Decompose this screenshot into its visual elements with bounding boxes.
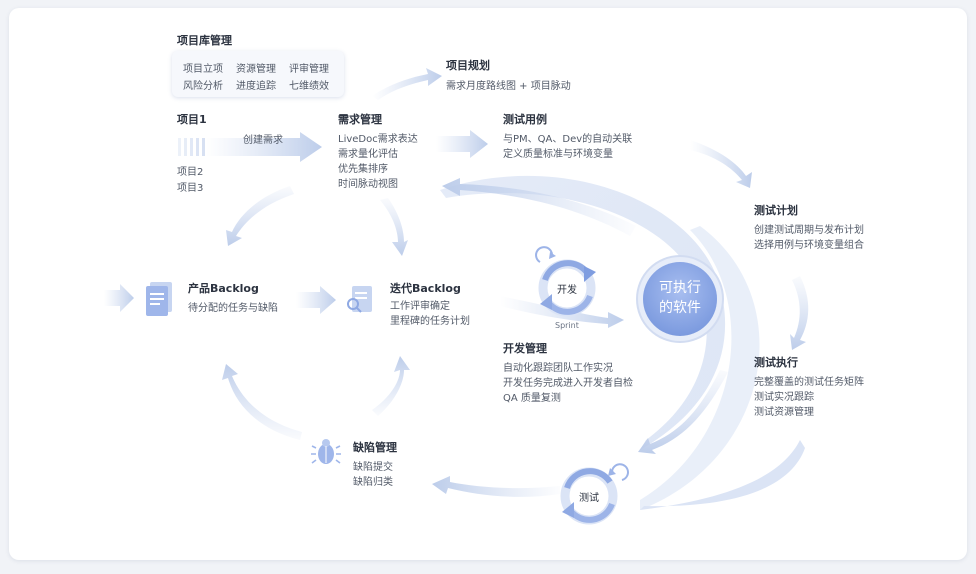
requirement-mgmt-title: 需求管理 bbox=[338, 113, 382, 126]
bug-icon bbox=[311, 439, 341, 464]
center-line-1: 可执行 bbox=[659, 280, 701, 296]
dev-cycle-ring bbox=[535, 246, 596, 317]
test-cases-line: 与PM、QA、Dev的自动关联 bbox=[503, 134, 633, 145]
test-exec-line: 完整覆盖的测试任务矩阵 bbox=[754, 377, 864, 388]
test-cases-node: 测试用例 与PM、QA、Dev的自动关联 定义质量标准与环境变量 bbox=[503, 112, 632, 162]
library-item[interactable]: 评审管理 bbox=[289, 64, 329, 75]
project-3-label: 项目3 bbox=[177, 183, 204, 194]
project-library-title: 项目库管理 bbox=[177, 34, 232, 47]
create-requirement-label: 创建需求 bbox=[243, 135, 283, 146]
requirement-line: 需求量化评估 bbox=[338, 149, 398, 160]
library-item[interactable]: 风险分析 bbox=[183, 81, 223, 92]
requirement-mgmt-node: 需求管理 LiveDoc需求表达 需求量化评估 优先集排序 时间脉动视图 bbox=[338, 112, 418, 192]
dev-mgmt-line: QA 质量复测 bbox=[503, 393, 561, 404]
requirement-line: LiveDoc需求表达 bbox=[338, 134, 418, 145]
dev-mgmt-node: 开发管理 自动化跟踪团队工作实况 开发任务完成进入开发者自检 QA 质量复测 bbox=[503, 341, 633, 406]
iteration-backlog-node: 迭代Backlog 工作评审确定 里程碑的任务计划 bbox=[390, 281, 470, 329]
project-1-title: 项目1 bbox=[177, 113, 207, 126]
defect-mgmt-line: 缺陷归类 bbox=[353, 477, 393, 488]
document-stack-icon bbox=[146, 282, 172, 316]
project-planning-title: 项目规划 bbox=[446, 59, 490, 72]
product-backlog-title: 产品Backlog bbox=[188, 282, 259, 295]
dev-mgmt-line: 开发任务完成进入开发者自检 bbox=[503, 378, 633, 389]
test-cycle-label: 测试 bbox=[579, 493, 599, 504]
requirement-line: 优先集排序 bbox=[338, 164, 388, 175]
test-plan-node: 测试计划 创建测试周期与发布计划 选择用例与环境变量组合 bbox=[754, 203, 864, 253]
dev-mgmt-title: 开发管理 bbox=[503, 342, 547, 355]
iteration-backlog-title: 迭代Backlog bbox=[390, 282, 461, 295]
test-cases-line: 定义质量标准与环境变量 bbox=[503, 149, 613, 160]
library-item[interactable]: 七维绩效 bbox=[289, 81, 329, 92]
test-exec-title: 测试执行 bbox=[754, 356, 798, 369]
search-document-icon bbox=[347, 286, 372, 313]
library-item[interactable]: 项目立项 bbox=[183, 64, 223, 75]
test-exec-line: 测试实况跟踪 bbox=[754, 392, 814, 403]
test-plan-line: 创建测试周期与发布计划 bbox=[754, 225, 864, 236]
test-exec-line: 测试资源管理 bbox=[754, 407, 814, 418]
test-exec-node: 测试执行 完整覆盖的测试任务矩阵 测试实况跟踪 测试资源管理 bbox=[754, 355, 864, 420]
executable-software-circle: 可执行 的软件 bbox=[643, 262, 717, 336]
test-plan-title: 测试计划 bbox=[754, 204, 798, 217]
project-2-label: 项目2 bbox=[177, 167, 204, 178]
defect-mgmt-line: 缺陷提交 bbox=[353, 462, 393, 473]
library-item[interactable]: 进度追踪 bbox=[236, 81, 276, 92]
test-plan-line: 选择用例与环境变量组合 bbox=[754, 240, 864, 251]
defect-mgmt-title: 缺陷管理 bbox=[353, 441, 397, 454]
iteration-backlog-line: 工作评审确定 bbox=[390, 301, 450, 312]
iteration-backlog-line: 里程碑的任务计划 bbox=[390, 316, 470, 327]
test-cases-title: 测试用例 bbox=[503, 113, 547, 126]
sprint-label: Sprint bbox=[555, 321, 579, 330]
project-planning-node: 项目规划 需求月度路线图 + 项目脉动 bbox=[446, 58, 571, 94]
dev-cycle-label: 开发 bbox=[557, 285, 577, 296]
project-library-box: 项目立项 资源管理 评审管理 风险分析 进度追踪 七维绩效 bbox=[172, 51, 344, 97]
dev-mgmt-line: 自动化跟踪团队工作实况 bbox=[503, 363, 613, 374]
project-planning-line: 需求月度路线图 + 项目脉动 bbox=[446, 81, 571, 92]
product-backlog-line: 待分配的任务与缺陷 bbox=[188, 303, 278, 314]
test-cycle-ring bbox=[560, 463, 629, 525]
requirement-line: 时间脉动视图 bbox=[338, 179, 398, 190]
library-item[interactable]: 资源管理 bbox=[236, 64, 276, 75]
defect-mgmt-node: 缺陷管理 缺陷提交 缺陷归类 bbox=[353, 440, 397, 490]
product-backlog-node: 产品Backlog 待分配的任务与缺陷 bbox=[188, 281, 278, 316]
center-line-2: 的软件 bbox=[659, 300, 701, 316]
